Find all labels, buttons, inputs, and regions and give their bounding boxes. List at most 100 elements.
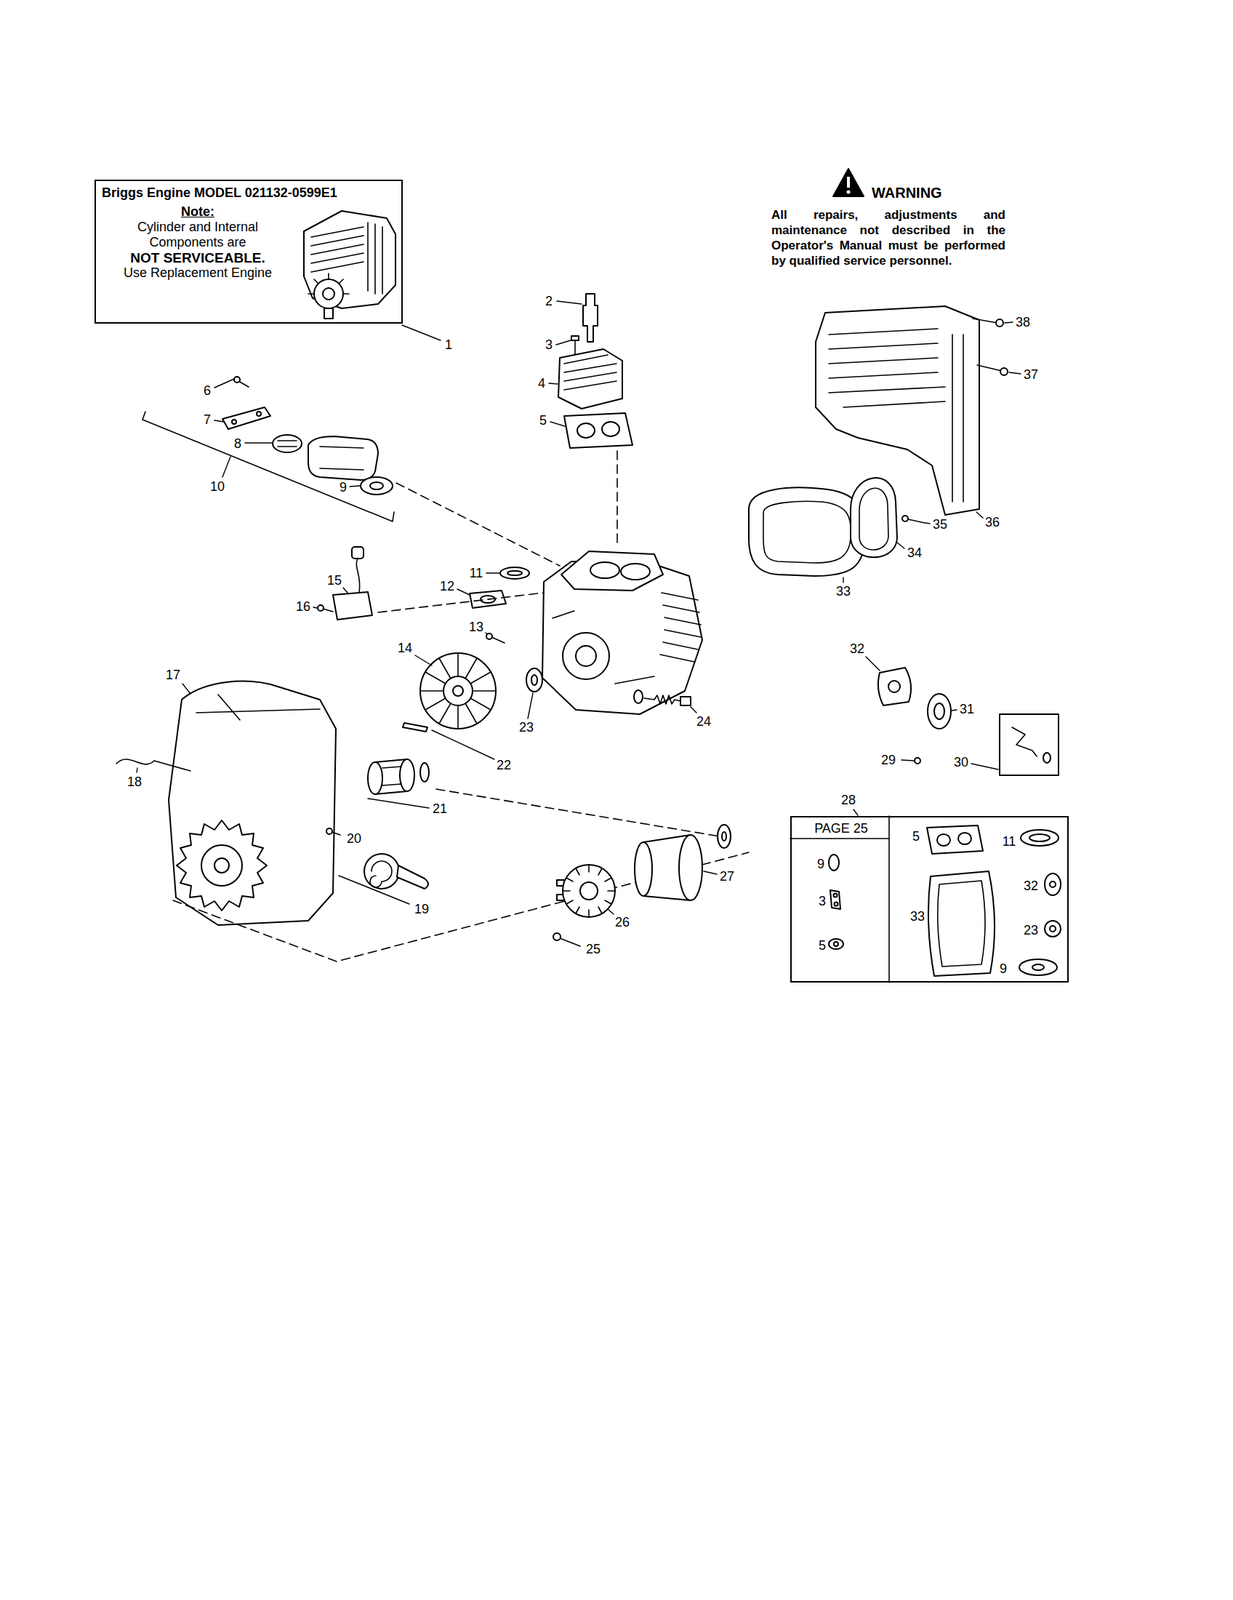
gasket-kit-illustration <box>828 854 839 871</box>
side-cover-parts <box>815 306 980 515</box>
side-cover-parts <box>901 759 915 761</box>
callout-number: 7 <box>202 412 213 427</box>
callout-number: 32 <box>848 641 866 656</box>
callout-number: 5 <box>910 828 922 844</box>
leader-line <box>971 763 999 770</box>
ignition-parts <box>332 591 373 620</box>
callout-number: 8 <box>232 436 243 451</box>
blower-housing <box>116 758 191 771</box>
leader-line <box>402 324 441 341</box>
blower-housing <box>396 865 429 889</box>
callout-number: 34 <box>905 545 924 560</box>
leader-line <box>556 300 582 304</box>
blower-housing <box>338 875 410 904</box>
gasket-kit-box: PAGE 259355113233239 <box>790 815 1069 983</box>
callout-number: 5 <box>817 937 828 953</box>
ignition-parts <box>402 722 428 732</box>
leader-line <box>925 522 930 524</box>
cylinder-head-parts <box>577 423 595 438</box>
cylinder-head-parts <box>558 348 623 409</box>
muffler-parts <box>238 380 249 387</box>
gasket-kit-illustration <box>1020 829 1059 846</box>
leader-line <box>431 729 495 759</box>
side-cover-parts <box>888 680 901 693</box>
ignition-parts <box>507 570 522 576</box>
ignition-parts <box>680 696 691 706</box>
gasket-kit-illustration <box>937 833 951 846</box>
starter-parts <box>553 932 561 941</box>
gasket-kit-illustration <box>833 893 838 898</box>
cylinder-block <box>542 551 703 714</box>
side-cover-parts <box>1000 367 1008 376</box>
ignition-parts <box>420 652 496 729</box>
callout-number: 32 <box>1022 878 1040 893</box>
leader-line <box>222 456 231 477</box>
starter-parts <box>559 937 581 946</box>
side-cover-parts <box>977 364 1002 371</box>
leader-line <box>1004 322 1013 323</box>
callout-number: 33 <box>908 908 927 924</box>
callout-number: 27 <box>718 868 736 884</box>
cylinder-head-parts <box>601 421 620 437</box>
starter-parts <box>679 834 703 901</box>
muffler-parts <box>272 434 302 453</box>
muffler-parts <box>231 419 237 424</box>
cylinder-head-parts <box>583 293 598 342</box>
callout-number: 20 <box>345 830 363 846</box>
leader-line <box>550 421 565 427</box>
side-cover-parts <box>748 306 1059 775</box>
blower-housing <box>364 853 400 889</box>
callout-number: 31 <box>958 701 976 717</box>
blower-housing <box>331 831 341 835</box>
cylinder-block <box>590 561 620 578</box>
page-reference: PAGE 25 <box>812 820 870 836</box>
callout-number: 5 <box>537 412 549 428</box>
callout-number: 22 <box>495 757 513 773</box>
callout-number: 28 <box>839 792 858 807</box>
cylinder-head-parts <box>558 293 633 547</box>
ignition-parts <box>351 546 364 559</box>
muffler-parts <box>142 411 395 522</box>
model-heading: Briggs Engine MODEL 021132-0599E1 <box>95 181 402 201</box>
ignition-parts <box>500 567 530 579</box>
callout-number: 15 <box>325 572 344 588</box>
starter-parts <box>580 881 598 900</box>
cylinder-block <box>575 645 597 666</box>
ignition-parts <box>491 636 505 643</box>
engine-illustration <box>308 273 349 294</box>
gasket-kit-illustration <box>790 815 890 983</box>
starter-parts <box>553 824 731 946</box>
callout-number: 9 <box>998 961 1009 976</box>
ignition-parts <box>420 652 496 729</box>
leader-line <box>951 709 957 711</box>
callout-number: 10 <box>208 479 227 494</box>
blower-housing <box>326 828 333 834</box>
clutch-parts <box>367 758 429 808</box>
cylinder-block <box>561 551 664 591</box>
gasket-kit-illustration <box>926 825 983 854</box>
leader-line <box>214 420 224 422</box>
ignition-parts <box>317 546 691 732</box>
muffler-parts <box>142 376 560 566</box>
warning-heading: WARNING <box>870 183 944 202</box>
blower-housing <box>214 857 230 873</box>
blower-housing <box>168 681 336 925</box>
note-text: Cylinder and Internal Components are <box>100 219 296 251</box>
side-cover-parts <box>902 515 909 522</box>
engine-illustration <box>303 210 396 309</box>
leader-line <box>214 378 235 388</box>
warning-icon <box>846 190 851 195</box>
note-emphasis: NOT SERVICEABLE. <box>100 250 296 266</box>
ignition-parts <box>356 558 360 593</box>
callout-number: 3 <box>817 893 828 909</box>
leader-line <box>313 607 317 608</box>
side-cover-parts <box>878 667 911 706</box>
muffler-parts <box>277 440 297 447</box>
callout-number: 11 <box>1001 833 1018 849</box>
leader-line <box>136 767 138 773</box>
callout-number: 16 <box>294 599 312 614</box>
ignition-parts <box>644 695 681 704</box>
leader-line <box>1009 372 1021 374</box>
ignition-parts <box>526 668 543 692</box>
gasket-kit-illustration <box>937 880 986 967</box>
